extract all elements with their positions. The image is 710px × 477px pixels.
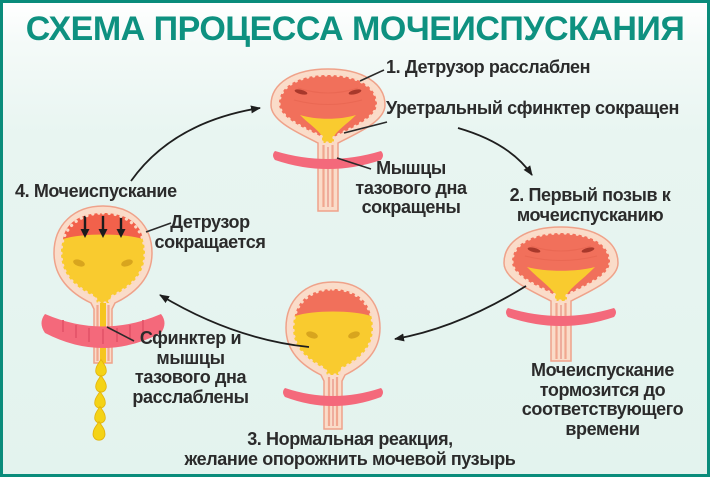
pointer-detrusor-relaxed [359,69,385,82]
urethra-walls [322,145,334,207]
urine-drop [92,420,106,441]
ureteral-opening-right [348,89,362,95]
bladder-stage-1 [270,68,386,212]
stage4-title: 4. Мочеиспускание [15,181,177,201]
arrow-stage1-to-stage2 [457,127,533,176]
stage1-title: 1. Детрузор расслаблен [386,57,591,77]
pointer-sphincter-relaxed [106,326,135,342]
ureteral-opening-right [581,247,595,253]
urine-pool [527,267,595,301]
page-title: СХЕМА ПРОЦЕССА МОЧЕИСПУСКАНИЯ [25,10,685,48]
bladder-stage-3 [283,281,383,430]
ureteral-opening-left [73,259,85,267]
pelvic-floor-band-stage3 [283,388,383,406]
stage2-note: Мочеиспускание тормозится до соответству… [521,360,684,439]
cycle-arrows [130,105,533,348]
stage4-sphincter-label: Сфинктер и мышцы тазового дна расслаблен… [132,328,249,407]
pointer-urethral-sphincter [343,121,388,134]
arrow-stage2-to-stage3 [394,285,527,342]
stage1-pelvic-floor-label: Мышцы тазового дна сокращены [355,158,467,217]
urine-drop [94,405,106,424]
ureteral-opening-left [306,331,318,339]
pelvic-floor-band-stage2 [506,308,616,326]
pelvic-band-striations [62,320,144,344]
detrusor-muscle-cap [295,289,371,316]
muscle-texture [293,87,363,105]
ureteral-opening-left [527,247,541,253]
stage3-title: 3. Нормальная реакция, желание опорожнит… [184,429,516,469]
ureteral-opening-right [121,259,133,267]
arrow-stage4-to-stage1 [130,105,261,182]
urine-pool [300,115,356,143]
ureteral-opening-left [294,89,308,95]
stage1-urethral-sphincter-label: Уретральный сфинктер сокращен [386,98,679,118]
label-pointer-lines [106,69,388,342]
bladder-stage-4 [41,205,165,364]
urine-drop [95,374,107,393]
muscle-texture [524,245,598,261]
contraction-arrow-heads [80,229,126,238]
ureteral-opening-right [348,331,360,339]
stage2-title: 2. Первый позыв к мочеиспусканию [509,185,671,225]
bladder-stage-2 [503,226,619,362]
mucosa-beads [59,211,147,305]
pointer-detrusor-contracting [145,222,172,233]
stage4-detrusor-label: Детрузор сокращается [154,212,266,252]
urination-cycle-illustration [41,68,619,441]
pointer-pelvic-muscles-contracted [336,157,372,170]
urethra-walls [555,303,567,359]
urine-drop [94,390,106,409]
urine-drops [92,358,107,441]
contraction-arrow-shafts [83,216,123,229]
arrow-stage3-to-stage4 [159,294,310,348]
